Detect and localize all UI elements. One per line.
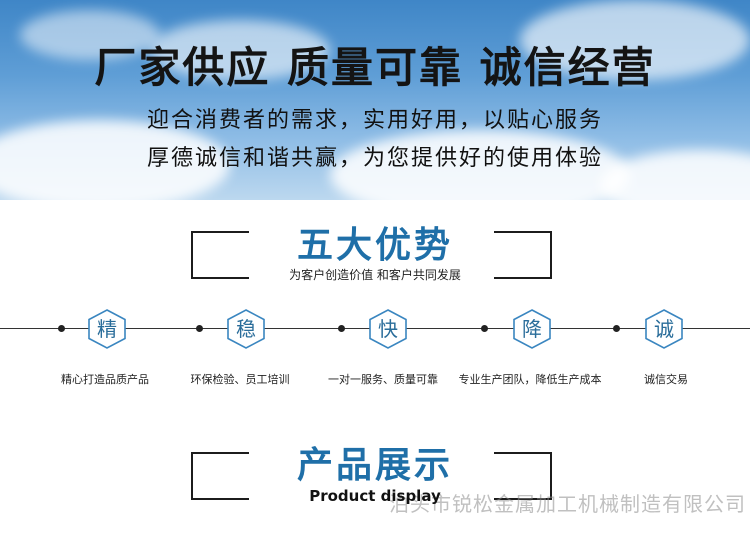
products-subtitle: Product display	[309, 487, 441, 505]
advantage-hex-5: 诚	[645, 309, 683, 349]
advantage-hex-4: 降	[513, 309, 551, 349]
advantage-hex-2: 稳	[227, 309, 265, 349]
header-bracket-left	[191, 231, 249, 279]
advantages-subtitle: 为客户创造价值 和客户共同发展	[289, 268, 461, 282]
advantage-caption-4: 专业生产团队，降低生产成本	[458, 373, 602, 386]
timeline-dot	[613, 325, 620, 332]
sky-banner: 厂家供应 质量可靠 诚信经营 迎合消费者的需求，实用好用，以贴心服务 厚德诚信和…	[0, 0, 750, 200]
advantage-caption-5: 诚信交易	[644, 373, 688, 386]
advantages-title: 五大优势	[296, 225, 453, 266]
advantage-caption-1: 精心打造品质产品	[61, 373, 149, 386]
products-title: 产品展示	[296, 445, 453, 486]
advantage-caption-3: 一对一服务、质量可靠	[328, 373, 438, 386]
banner-title: 厂家供应 质量可靠 诚信经营	[94, 43, 656, 92]
banner-slogan-line-2: 厚德诚信和谐共赢，为您提供好的使用体验	[146, 146, 603, 171]
timeline-dot	[196, 325, 203, 332]
cloud-shape	[0, 120, 230, 200]
company-watermark: 泊头市锐松金属加工机械制造有限公司	[389, 492, 746, 516]
cloud-shape	[20, 10, 160, 60]
advantage-caption-2: 环保检验、员工培训	[190, 373, 290, 386]
timeline-dot	[481, 325, 488, 332]
cloud-shape	[330, 130, 630, 200]
header-bracket-right	[494, 452, 552, 500]
advantage-hex-3: 快	[369, 309, 407, 349]
cloud-shape	[150, 20, 330, 80]
banner-slogan-line-1: 迎合消费者的需求，实用好用，以贴心服务	[146, 108, 603, 133]
header-bracket-left	[191, 452, 249, 500]
advantage-hex-1: 精	[88, 309, 126, 349]
cloud-shape	[520, 0, 750, 80]
timeline-dot	[338, 325, 345, 332]
header-bracket-right	[494, 231, 552, 279]
timeline-dot	[58, 325, 65, 332]
